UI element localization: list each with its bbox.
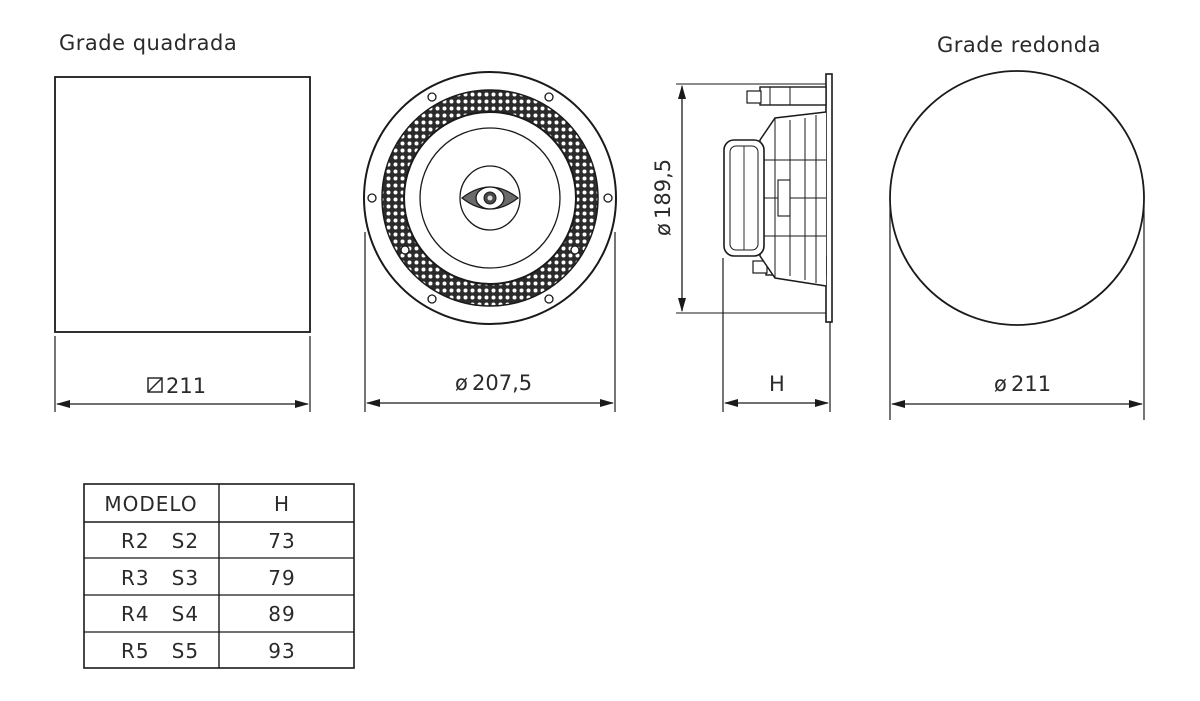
- diameter-symbol: ø: [651, 223, 675, 236]
- screw-hole-icon: [427, 92, 437, 102]
- table-cell-model: R3 S3: [121, 566, 199, 590]
- screw-hole-icon: [570, 245, 580, 255]
- cutout-diameter-value: 189,5: [651, 159, 675, 219]
- model-height-table: MODELO H R2 S2 73 R3 S3 79 R4 S4 89 R5 S…: [83, 483, 355, 669]
- speaker-front-view: [363, 71, 617, 412]
- height-label: H: [769, 372, 785, 396]
- diameter-symbol: ø: [994, 372, 1007, 396]
- round-grille-title: Grade redonda: [937, 33, 1101, 57]
- table-cell-model: R2 S2: [121, 529, 199, 553]
- screw-hole-icon: [544, 294, 554, 304]
- table-cell-h: 79: [268, 566, 295, 590]
- diameter-symbol: ø: [455, 371, 468, 395]
- square-grille-title: Grade quadrada: [59, 31, 237, 55]
- tweeter-icon: [459, 165, 521, 231]
- table-cell-model: R5 S5: [121, 639, 199, 663]
- screw-hole-icon: [367, 193, 377, 203]
- speaker-diameter-label: ø 207,5: [455, 371, 532, 395]
- table-cell-h: 73: [268, 529, 295, 553]
- speaker-side-view: [676, 73, 833, 412]
- round-diameter-label: ø 211: [994, 372, 1051, 396]
- round-diameter-value: 211: [1011, 372, 1051, 396]
- screw-hole-icon: [544, 92, 554, 102]
- screw-hole-icon: [603, 193, 613, 203]
- screw-hole-icon: [427, 294, 437, 304]
- screw-hole-icon: [400, 245, 410, 255]
- table-header-model: MODELO: [104, 492, 197, 516]
- cutout-diameter-label: ø 189,5: [651, 159, 675, 236]
- speaker-diameter-value: 207,5: [472, 371, 532, 395]
- square-width-label: 211: [147, 374, 206, 398]
- table-cell-h: 93: [268, 639, 295, 663]
- table-header-h: H: [274, 492, 290, 516]
- square-width-value: 211: [166, 374, 206, 398]
- square-grille-view: [54, 76, 311, 412]
- round-grille-view: [889, 70, 1145, 420]
- table-cell-model: R4 S4: [121, 602, 199, 626]
- table-cell-h: 89: [268, 602, 295, 626]
- square-symbol-icon: [147, 377, 163, 393]
